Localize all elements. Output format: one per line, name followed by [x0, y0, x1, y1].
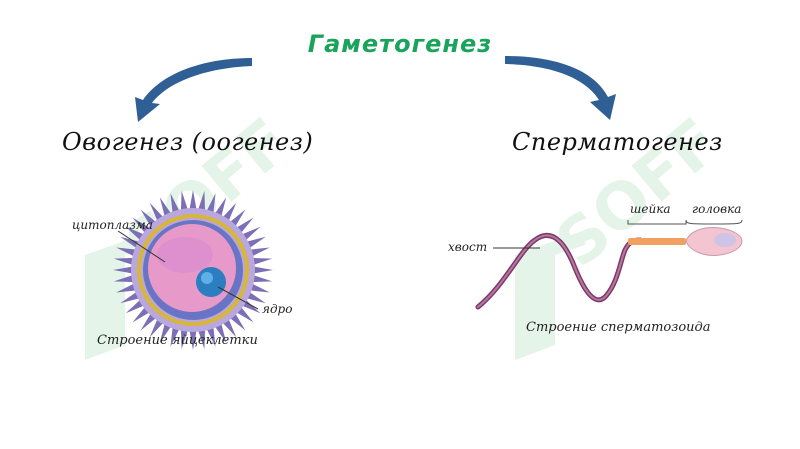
- nucleus-leader: [217, 286, 259, 310]
- egg-spike: [132, 306, 151, 323]
- egg-spike: [189, 329, 197, 350]
- label-nucleus: ядро: [262, 302, 293, 316]
- egg-spike: [214, 197, 227, 218]
- heading-oogenesis: Овогенез (оогенез): [62, 128, 314, 156]
- egg-spike: [149, 202, 164, 222]
- egg-spike: [251, 274, 273, 283]
- head-brace: [685, 219, 743, 225]
- egg-spike: [140, 209, 157, 228]
- sperm-neck: [628, 238, 686, 245]
- egg-spike: [113, 274, 135, 283]
- egg-spike: [251, 257, 273, 266]
- egg-spike: [245, 291, 266, 304]
- egg-spike: [229, 312, 246, 331]
- sperm-cell: [475, 219, 743, 310]
- egg-spike: [235, 217, 254, 234]
- egg-spike: [252, 266, 273, 274]
- egg-spike: [125, 226, 145, 241]
- neck-brace: [627, 220, 687, 225]
- egg-spike: [116, 283, 137, 293]
- egg-spike: [140, 312, 157, 331]
- egg-spike: [180, 190, 189, 212]
- egg-spike: [197, 190, 206, 212]
- egg-spike: [245, 236, 266, 249]
- egg-spike: [249, 283, 270, 293]
- egg-spike: [206, 326, 216, 347]
- egg-spike: [170, 326, 180, 347]
- egg-spikes: [113, 190, 273, 350]
- label-neck: шейка: [630, 202, 671, 216]
- egg-spike: [180, 328, 189, 350]
- egg-spike: [197, 328, 206, 350]
- egg-spike: [159, 322, 172, 343]
- page-title: Гаметогенез: [307, 30, 493, 58]
- egg-spike: [132, 217, 151, 234]
- egg-spike: [214, 322, 227, 343]
- egg-spike: [149, 318, 164, 338]
- caption-sperm: Строение сперматозоида: [526, 320, 711, 335]
- egg-spike: [222, 318, 237, 338]
- egg-spike: [120, 291, 141, 304]
- label-tail: хвост: [448, 240, 488, 254]
- cytoplasm-leader: [117, 230, 166, 263]
- egg-cell: [113, 190, 273, 350]
- egg-spike: [113, 266, 134, 274]
- egg-spike: [120, 236, 141, 249]
- egg-ring: [137, 214, 249, 326]
- egg-spike: [113, 257, 135, 266]
- egg-spike: [222, 202, 237, 222]
- egg-spike: [125, 299, 145, 314]
- arrow-right: [505, 56, 616, 120]
- egg-spike: [116, 247, 137, 257]
- caption-egg: Строение яйцеклетки: [97, 333, 258, 348]
- egg-spike: [159, 197, 172, 218]
- egg-spike: [189, 190, 197, 211]
- egg-spike: [229, 209, 246, 228]
- egg-spike: [235, 306, 254, 323]
- label-cytoplasm: цитоплазма: [72, 218, 153, 232]
- heading-spermatogenesis: Сперматогенез: [512, 128, 723, 156]
- egg-spike: [241, 226, 261, 241]
- egg-spike: [249, 247, 270, 257]
- egg-spike: [170, 193, 180, 214]
- arrow-left: [135, 58, 252, 122]
- egg-spike: [206, 193, 216, 214]
- label-head: головка: [692, 202, 742, 216]
